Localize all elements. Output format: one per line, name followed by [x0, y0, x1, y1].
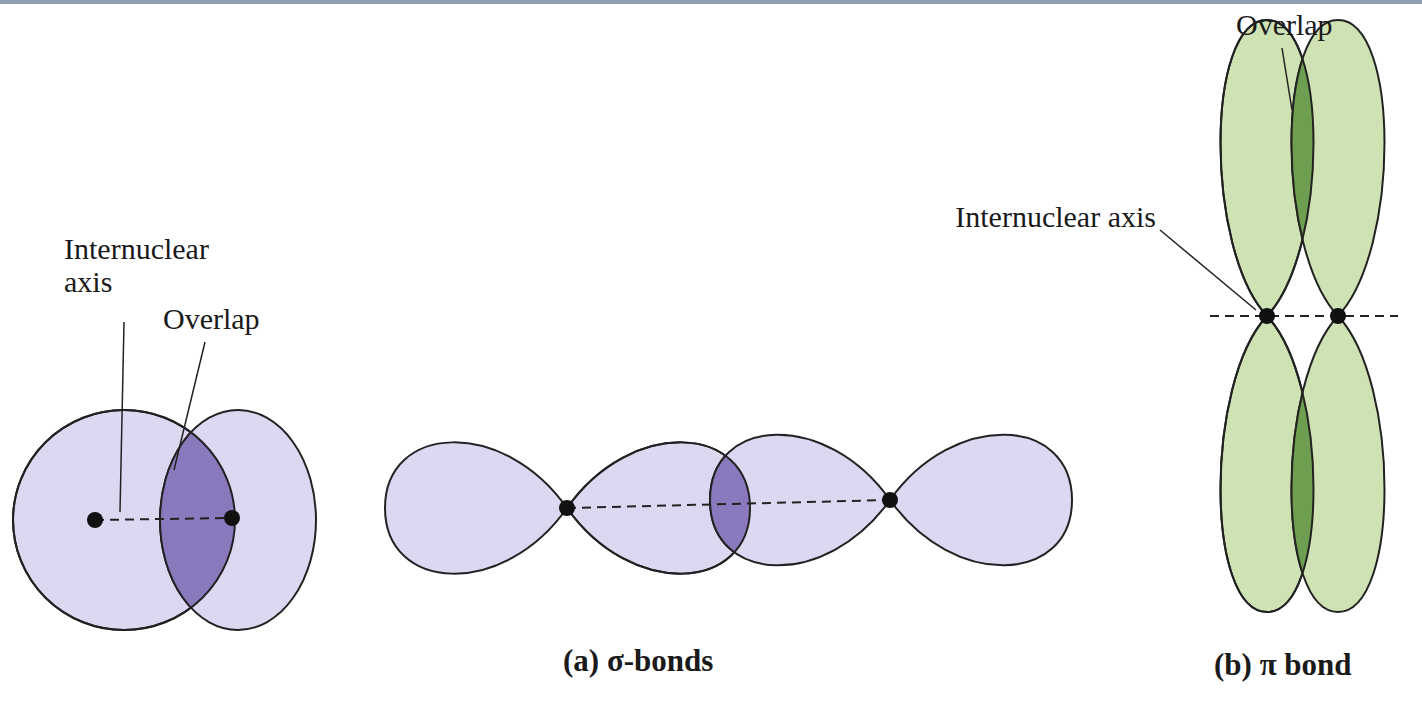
- p-p-sigma: [385, 435, 1072, 574]
- axis-label: Internuclear axis: [64, 232, 254, 298]
- figure-caption: (a) σ-bonds: [563, 644, 713, 678]
- overlap-label: Overlap: [163, 302, 313, 335]
- leader-lines: [120, 48, 1292, 512]
- top-rule: [0, 0, 1422, 4]
- s-s-sigma: [13, 410, 316, 630]
- overlap-label: Overlap: [1236, 8, 1386, 41]
- figure-caption: (b) π bond: [1214, 648, 1352, 682]
- axis-label: Internuclear axis: [955, 200, 1156, 233]
